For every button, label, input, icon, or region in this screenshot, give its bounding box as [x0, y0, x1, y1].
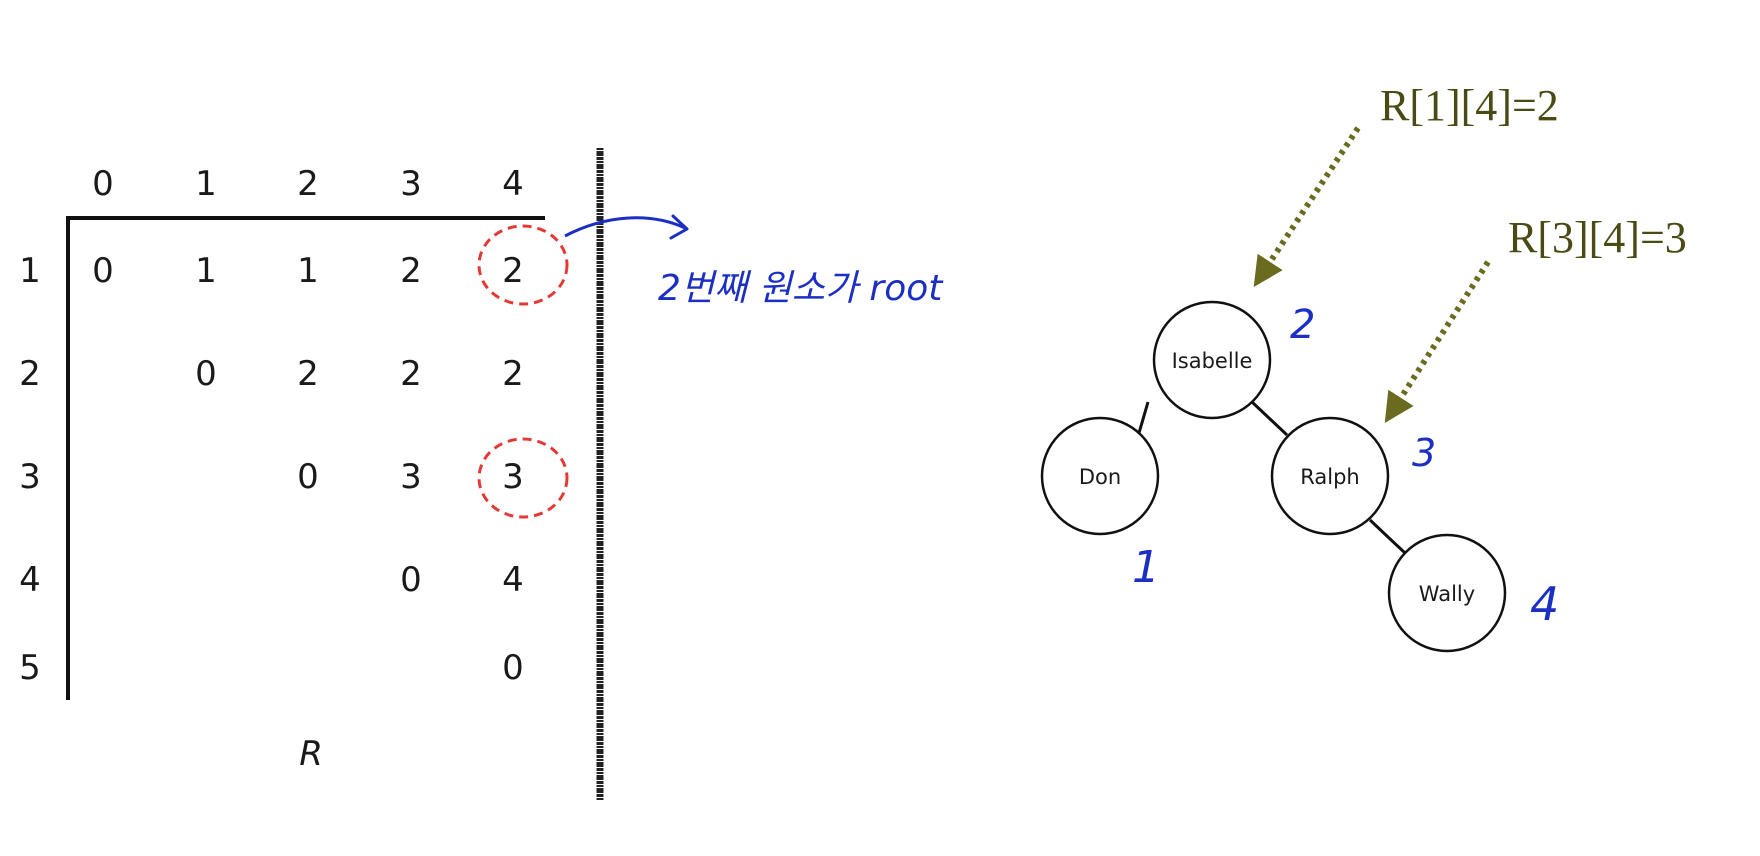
tree-edge [1137, 401, 1150, 434]
binary-tree: Isabelle Don Ralph Wally 2 1 3 4 [1040, 300, 1559, 653]
col-header: 3 [400, 164, 422, 204]
matrix-cell: 3 [400, 457, 422, 497]
row-header: 5 [19, 648, 41, 688]
formula-root: R[1][4]=2 [1380, 81, 1559, 130]
col-header: 1 [195, 164, 217, 204]
curved-arrow-head [669, 214, 689, 240]
tree-edge [1368, 518, 1407, 555]
row-header: 4 [19, 560, 41, 600]
col-header: 0 [92, 164, 114, 204]
tree-node-isabelle: Isabelle [1152, 300, 1272, 420]
formula-subtree: R[3][4]=3 [1508, 213, 1687, 262]
matrix-cell: 1 [195, 251, 217, 291]
root-annotation-text: 2번째 원소가 root [658, 268, 944, 309]
curved-arrow [564, 216, 686, 238]
node-index: 4 [1530, 577, 1559, 631]
matrix-cell: 2 [502, 354, 524, 394]
matrix-cell: 2 [400, 354, 422, 394]
matrix-cell: 1 [297, 251, 319, 291]
matrix-cell: 2 [297, 354, 319, 394]
node-index: 1 [1132, 542, 1160, 593]
row-header: 2 [19, 354, 41, 394]
matrix-cell: 0 [400, 560, 422, 600]
root-annotation: 2번째 원소가 root [564, 214, 944, 309]
matrix-cell: 4 [502, 560, 524, 600]
col-header: 2 [297, 164, 319, 204]
matrix-name: R [299, 734, 323, 774]
matrix-r: 0 1 2 3 4 1 2 3 4 5 0 1 1 2 2 0 2 2 2 0 … [19, 148, 604, 800]
node-label: Isabelle [1172, 349, 1253, 373]
highlight-circle [477, 224, 569, 306]
tree-edge [1250, 400, 1289, 437]
node-label: Don [1079, 465, 1121, 489]
matrix-cell: 0 [195, 354, 217, 394]
matrix-cell: 0 [92, 251, 114, 291]
dotted-arrow [1253, 126, 1361, 288]
dotted-arrow [1384, 260, 1491, 424]
matrix-cell: 0 [297, 457, 319, 497]
tree-node-ralph: Ralph [1270, 416, 1390, 536]
col-header: 4 [502, 164, 524, 204]
matrix-cell: 2 [502, 251, 524, 291]
matrix-cell: 0 [502, 648, 524, 688]
matrix-cell: 2 [400, 251, 422, 291]
row-header: 3 [19, 457, 41, 497]
tree-node-wally: Wally [1387, 533, 1507, 653]
node-index: 3 [1412, 431, 1436, 475]
node-label: Ralph [1300, 465, 1359, 489]
highlight-circle [477, 437, 569, 519]
row-header: 1 [19, 251, 41, 291]
node-index: 2 [1290, 302, 1315, 348]
tree-node-don: Don [1040, 416, 1160, 536]
matrix-cell: 3 [502, 457, 524, 497]
formula-callouts: R[1][4]=2 R[3][4]=3 [1253, 81, 1687, 424]
node-label: Wally [1419, 582, 1475, 606]
